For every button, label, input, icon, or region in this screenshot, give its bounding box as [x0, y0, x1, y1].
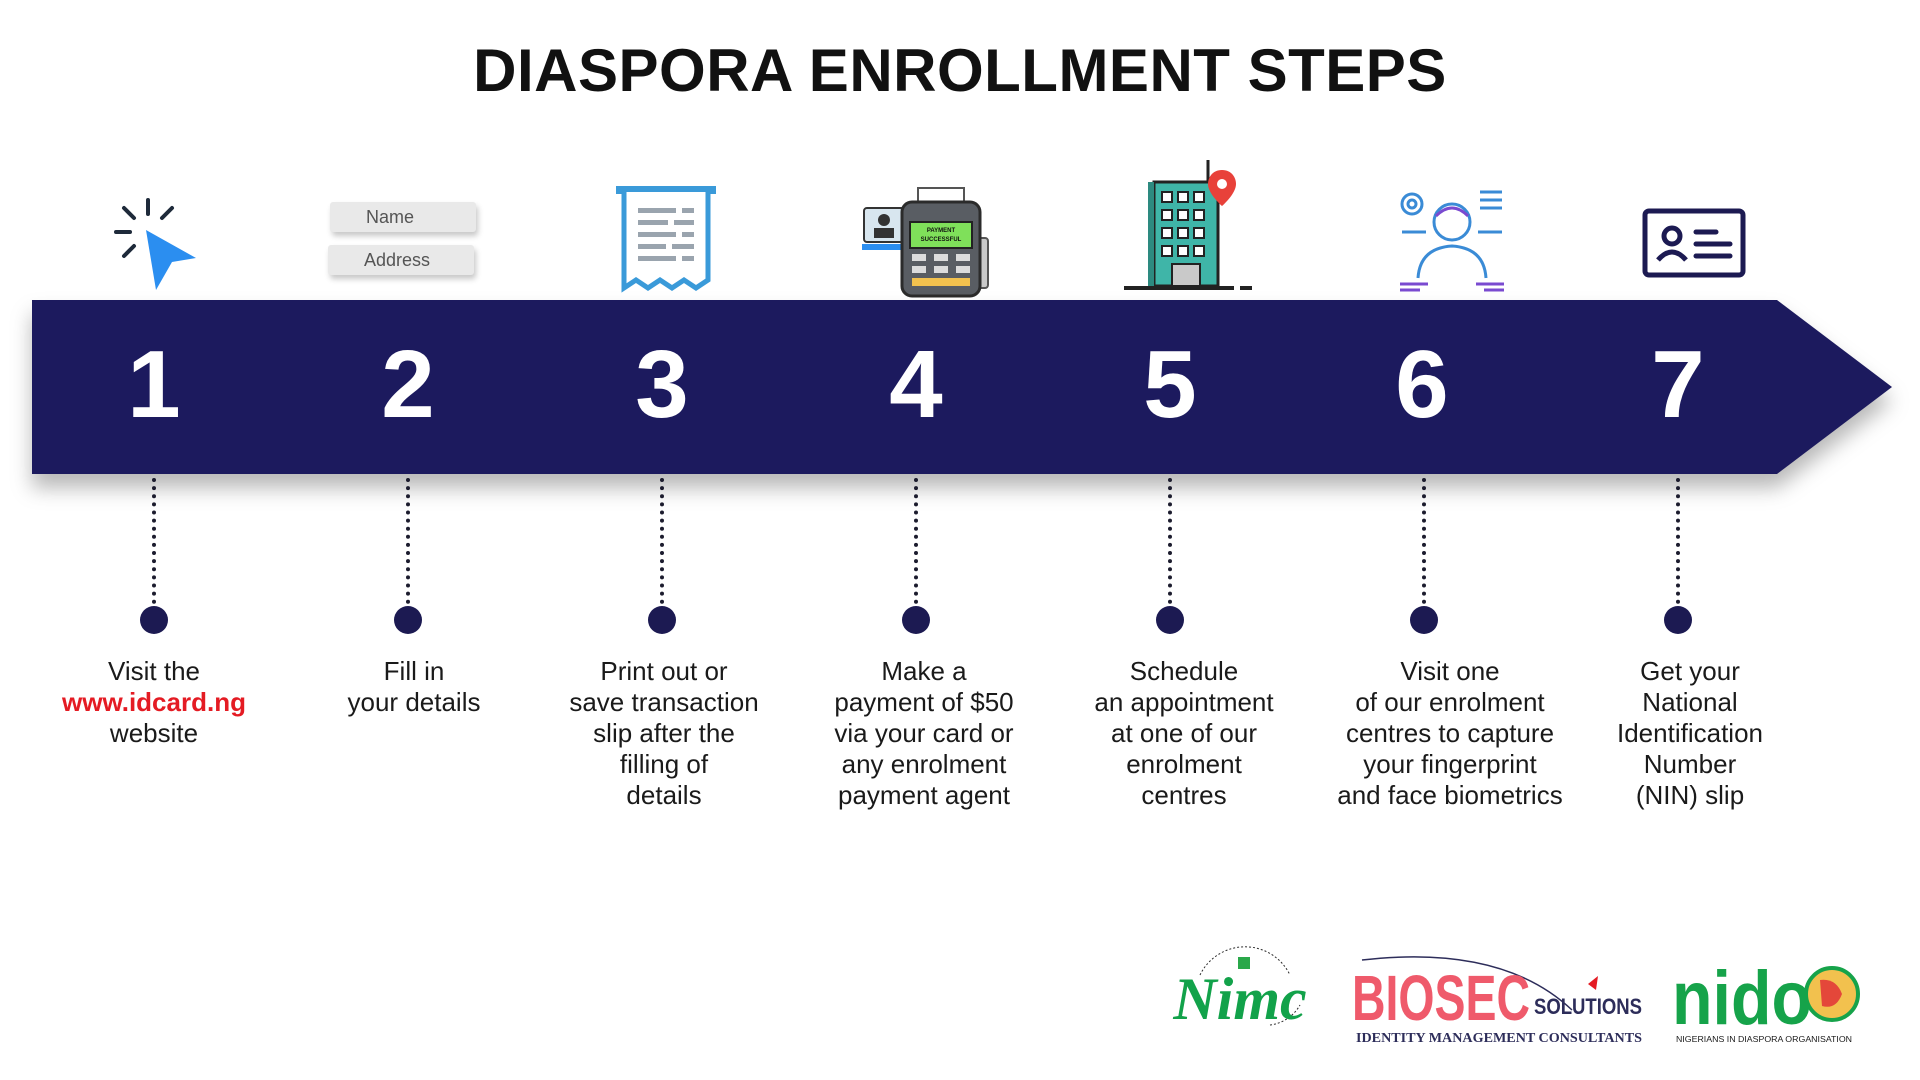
receipt-screen-line-1: PAYMENT — [927, 228, 956, 234]
step-dot-6 — [1410, 606, 1438, 634]
nido-logo: nido NIGERIANS IN DIASPORA ORGANISATION — [1672, 950, 1862, 1053]
biometrics-person-icon — [1398, 188, 1508, 297]
step-number-5: 5 — [1143, 331, 1197, 438]
connector-line-3 — [660, 478, 664, 612]
connector-line-2 — [406, 478, 410, 612]
website-link[interactable]: www.idcard.ng — [62, 687, 246, 717]
connector-line-1 — [152, 478, 156, 612]
step-description-5: Schedule an appointment at one of our en… — [1094, 656, 1274, 810]
connector-line-4 — [914, 478, 918, 612]
step-dot-3 — [648, 606, 676, 634]
biosec-logo: BIOSEC SOLUTIONS IDENTITY MANAGEMENT CON… — [1352, 948, 1648, 1053]
connector-line-6 — [1422, 478, 1426, 612]
nimc-logo: Nimc — [1160, 935, 1320, 1050]
step-number-2: 2 — [381, 331, 435, 438]
receipt-screen-line-2: SUCCESSFUL — [921, 237, 962, 243]
payment-terminal-icon: PAYMENT SUCCESSFUL — [860, 186, 996, 303]
svg-text:SOLUTIONS: SOLUTIONS — [1534, 994, 1642, 1019]
step-dot-4 — [902, 606, 930, 634]
step-dot-5 — [1156, 606, 1184, 634]
step-description-7: Get your National Identification Number … — [1617, 656, 1763, 810]
svg-text:IDENTITY MANAGEMENT CONSULTANT: IDENTITY MANAGEMENT CONSULTANTS — [1356, 1031, 1642, 1046]
address-field: Address — [328, 245, 474, 275]
receipt-icon — [614, 184, 718, 301]
id-card-icon — [1642, 208, 1746, 283]
svg-text:NIGERIANS IN DIASPORA ORGANISA: NIGERIANS IN DIASPORA ORGANISATION — [1676, 1035, 1852, 1044]
office-building-icon — [1122, 160, 1258, 297]
step-description-1: Visit the www.idcard.ng website — [24, 656, 284, 749]
cursor-click-icon — [112, 196, 202, 301]
step-number-1: 1 — [127, 331, 181, 438]
form-fields-icon: Name Address — [328, 202, 488, 282]
step-description-2: Fill in your details — [347, 656, 481, 717]
name-field: Name — [330, 202, 476, 232]
step-number-4: 4 — [889, 331, 943, 438]
step-description-6: Visit one of our enrolment centres to ca… — [1337, 656, 1563, 810]
step-description-3: Print out or save transaction slip after… — [569, 656, 759, 810]
page-title: DIASPORA ENROLLMENT STEPS — [473, 37, 1447, 104]
step-number-7: 7 — [1651, 331, 1705, 438]
step-dot-7 — [1664, 606, 1692, 634]
timeline-arrow — [32, 300, 1892, 474]
step-description-4: Make a payment of $50 via your card or a… — [834, 656, 1014, 810]
connector-line-7 — [1676, 478, 1680, 612]
svg-text:BIOSEC: BIOSEC — [1352, 962, 1530, 1034]
connector-line-5 — [1168, 478, 1172, 612]
step-dot-1 — [140, 606, 168, 634]
step-dot-2 — [394, 606, 422, 634]
step-number-3: 3 — [635, 331, 689, 438]
step-number-6: 6 — [1395, 331, 1449, 438]
svg-text:Nimc: Nimc — [1172, 966, 1306, 1032]
svg-text:nido: nido — [1672, 956, 1812, 1041]
